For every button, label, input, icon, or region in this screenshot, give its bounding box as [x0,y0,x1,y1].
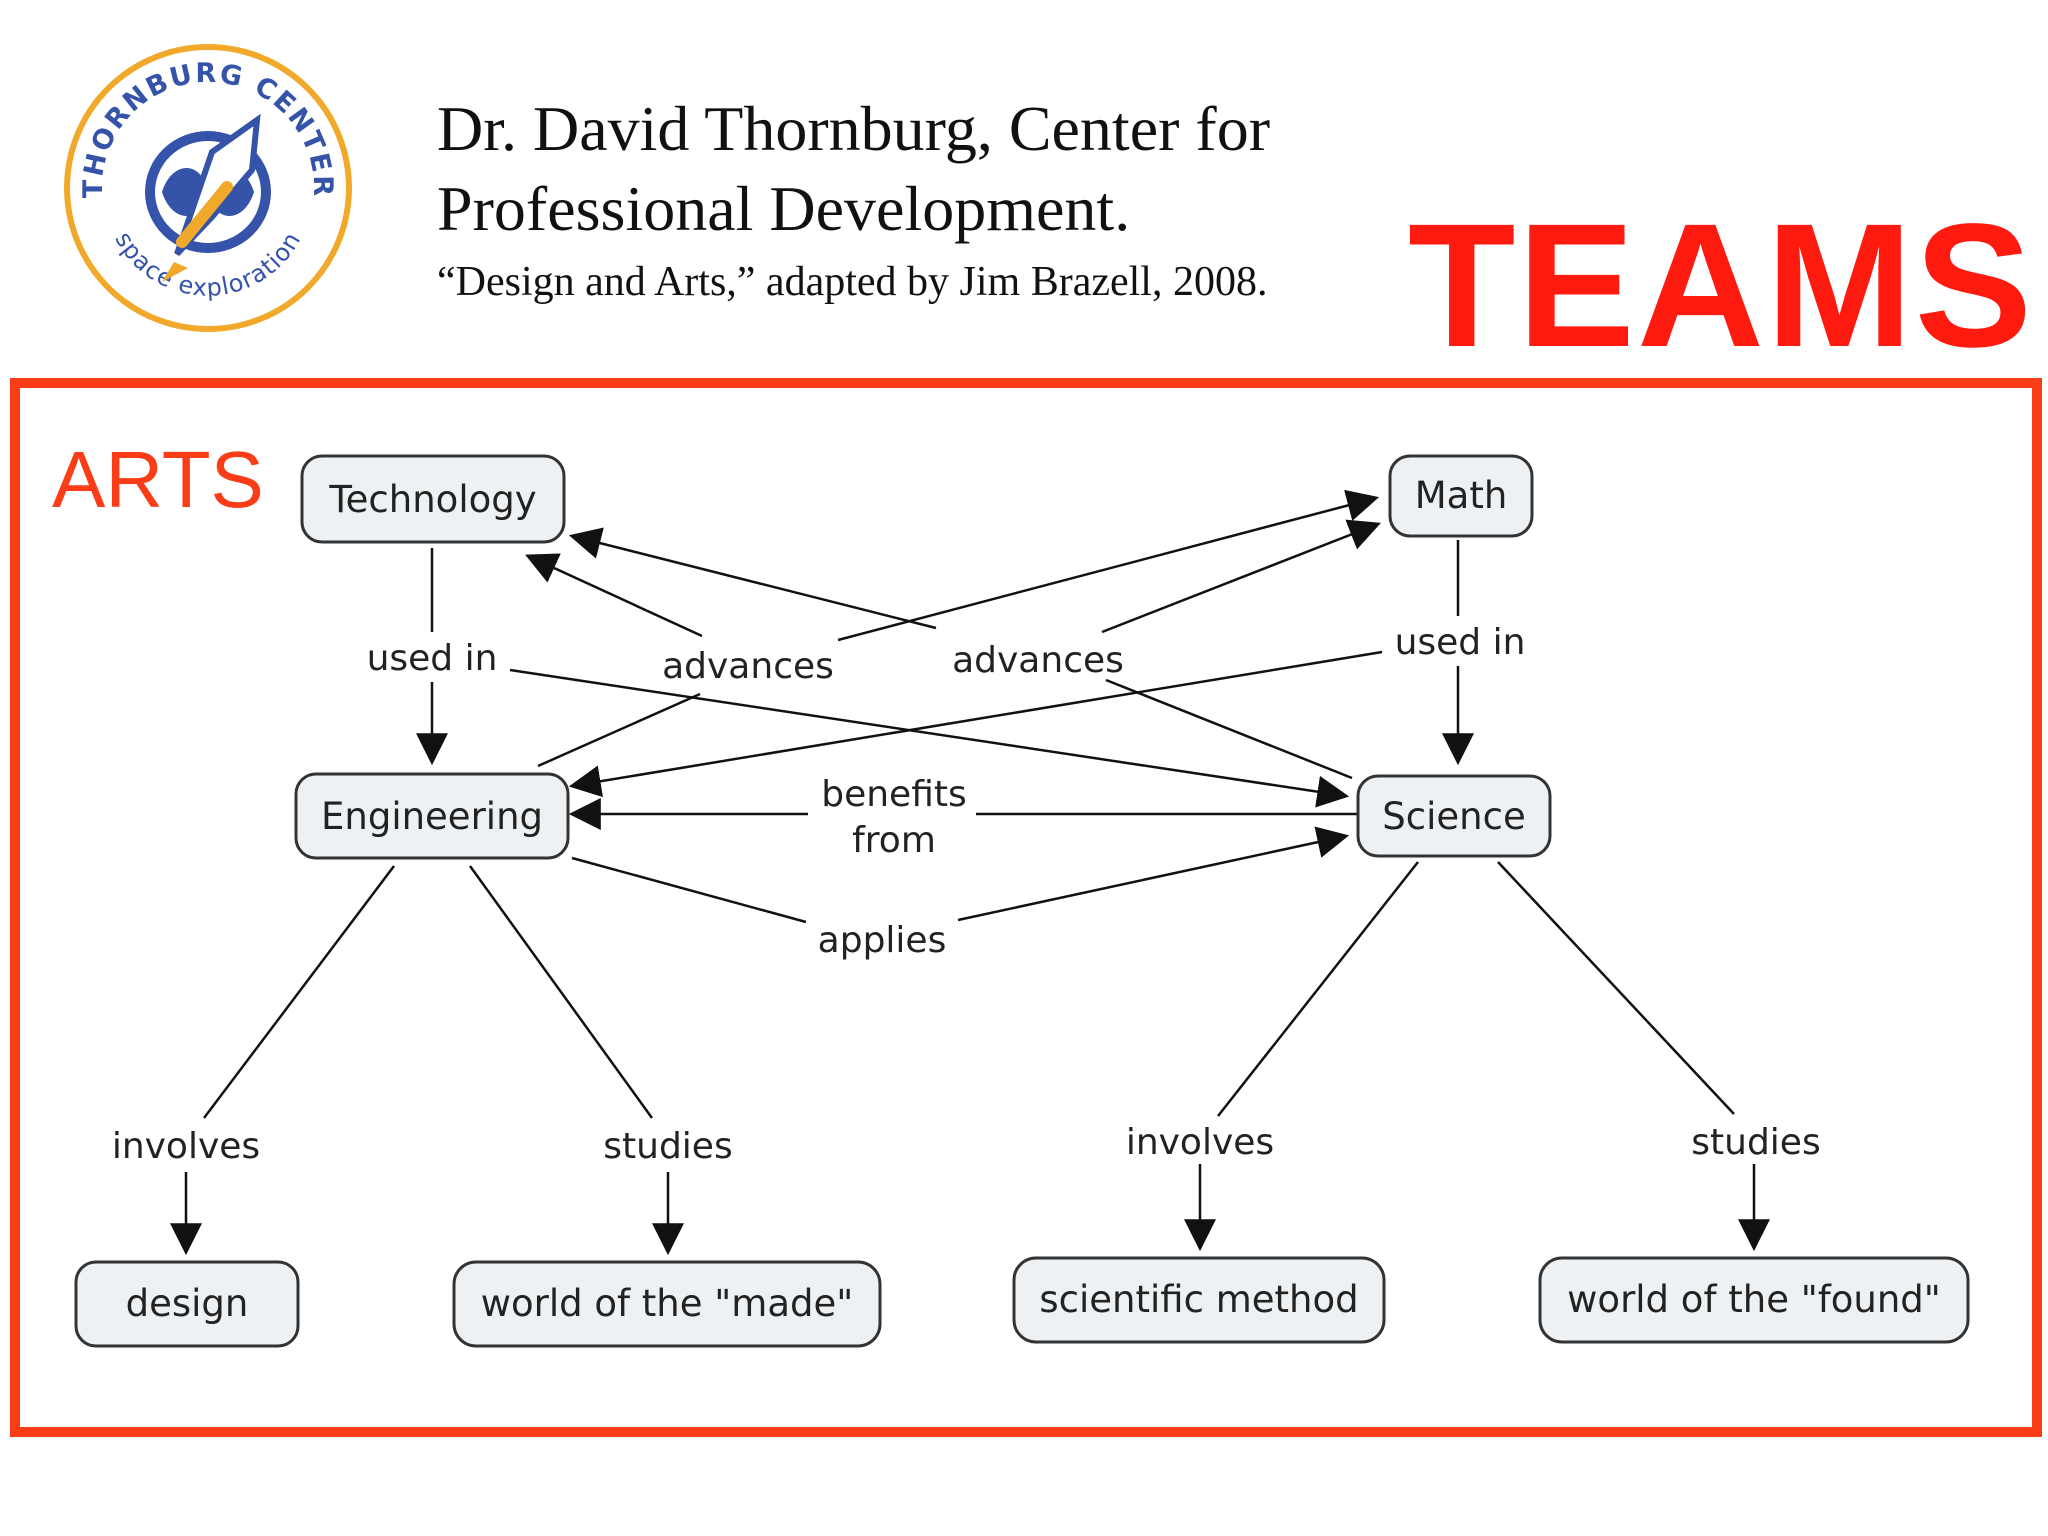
connector-advances-math-2 [1101,519,1381,634]
connector-science-advances [1105,678,1353,780]
link-label-advances: advances [662,646,834,687]
arts-label: ARTS [52,435,264,524]
svg-text:world of the "found": world of the "found" [1567,1278,1941,1321]
connector-advances-math [837,489,1380,642]
node-science: Science [1356,774,1552,858]
link-label-used-in: used in [367,638,498,679]
svg-text:Science: Science [1382,795,1525,838]
link-label-benefits-from: from [852,820,936,861]
connector-science-involves [1217,861,1419,1117]
header-credit-line-2: Professional Development. [437,173,1131,244]
link-label-studies: studies [1691,1122,1820,1163]
node-world-of-the-made: world of the "made" [452,1260,882,1348]
link-label-involves: involves [112,1126,260,1167]
svg-text:Math: Math [1415,474,1508,517]
rocket-icon [145,113,271,282]
arts-frame [10,378,2042,1437]
teams-title: TEAMS [1408,188,2034,384]
node-math: Math [1388,454,1534,538]
link-label-involves: involves [1126,1122,1274,1163]
connector-usedin-eng-2 [568,650,1383,798]
header-credit-line-1: Dr. David Thornburg, Center for [437,93,1271,164]
connector-eng-studies [468,865,654,1119]
svg-text:Technology: Technology [328,478,536,521]
svg-text:scientific method: scientific method [1039,1278,1358,1321]
connector-advances-tech [525,553,703,638]
svg-text:world of the "made": world of the "made" [481,1282,854,1325]
node-engineering: Engineering [294,772,570,860]
link-label-studies: studies [603,1126,732,1167]
connector-usedin-science [509,668,1350,808]
connector-eng-involves [203,865,395,1119]
connector-eng-advances [537,692,701,768]
node-world-of-the-found: world of the "found" [1538,1256,1970,1344]
header-citation: “Design and Arts,” adapted by Jim Brazel… [437,259,1268,305]
connectors [170,489,1770,1256]
node-technology: Technology [300,454,566,544]
node-design: design [74,1260,300,1348]
connector-eng-applies [571,856,807,924]
link-labels: used in used in advances advances benefi… [112,622,1821,1167]
link-label-used-in: used in [1395,622,1526,663]
node-scientific-method: scientific method [1012,1256,1386,1344]
svg-text:design: design [126,1282,249,1325]
link-label-applies: applies [818,920,947,961]
link-label-benefits-from: benefits [821,774,967,815]
connector-advances-tech-2 [568,527,937,630]
connector-science-studies [1497,861,1735,1115]
link-label-advances: advances [952,640,1124,681]
svg-text:Engineering: Engineering [321,795,543,838]
connector-applies-science [957,826,1350,922]
